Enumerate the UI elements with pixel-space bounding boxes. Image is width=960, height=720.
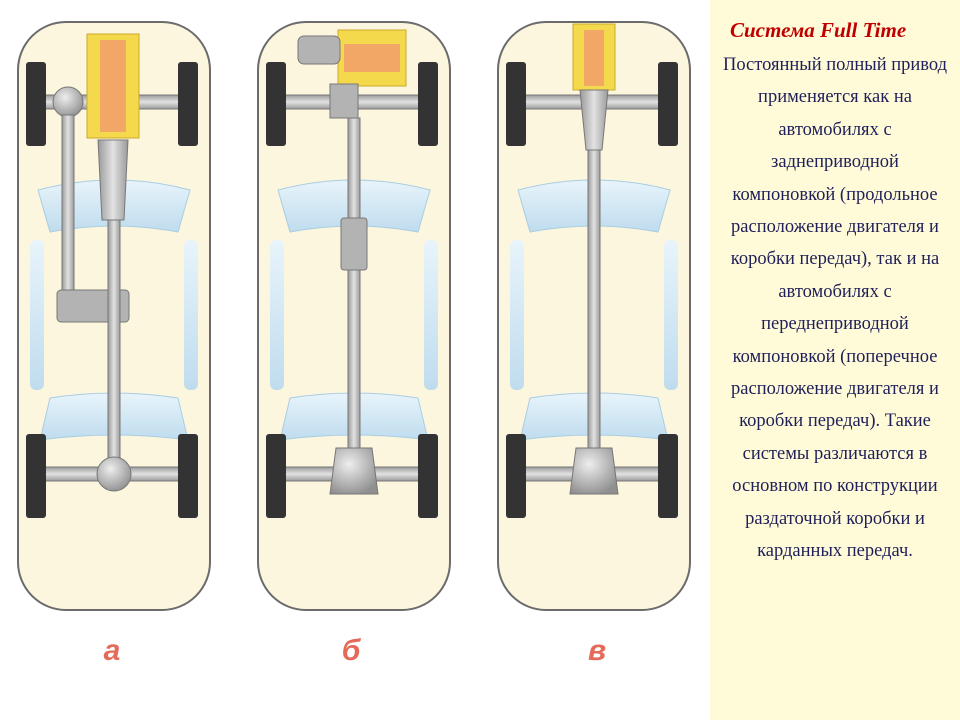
car-a-gearbox	[97, 139, 129, 221]
car-c-side-window-left	[510, 240, 524, 390]
caption-c: в	[588, 634, 606, 667]
car-c-rear-differential	[569, 447, 619, 495]
car-a-wheel-rl	[26, 434, 46, 518]
car-b-wheel-fl	[266, 62, 286, 146]
car-a-rear-differential	[96, 456, 132, 492]
car-b-wheel-rl	[266, 434, 286, 518]
car-b-side-window-right	[424, 240, 438, 390]
car-b-center-coupling	[340, 217, 368, 271]
drivetrain-diagram: а б в	[17, 21, 691, 667]
car-c-side-window-right	[664, 240, 678, 390]
car-a-front-differential	[52, 86, 84, 118]
car-a-side-window-right	[184, 240, 198, 390]
car-b-wheel-fr	[418, 62, 438, 146]
car-c-engine-core	[584, 30, 604, 86]
car-b-gearbox	[297, 35, 341, 65]
car-a-wheel-fr	[178, 62, 198, 146]
car-a-side-window-left	[30, 240, 44, 390]
car-c-wheel-rr	[658, 434, 678, 518]
text-panel: Система Full Time Постоянный полный прив…	[710, 0, 960, 720]
car-b	[257, 21, 451, 611]
car-b-driveshaft	[347, 117, 361, 449]
car-c-gearbox	[579, 89, 609, 151]
car-a-rear-driveshaft	[107, 219, 121, 461]
car-a-front-driveshaft	[61, 114, 75, 296]
car-b-engine-core	[344, 44, 400, 72]
caption-a: а	[104, 634, 121, 667]
caption-b: б	[342, 634, 362, 667]
car-c-wheel-fl	[506, 62, 526, 146]
car-b-transfer-unit	[329, 83, 359, 119]
car-c-driveshaft	[587, 149, 601, 449]
car-c-wheel-fr	[658, 62, 678, 146]
car-b-rear-differential	[329, 447, 379, 495]
car-b-side-window-left	[270, 240, 284, 390]
car-b-wheel-rr	[418, 434, 438, 518]
panel-description: Постоянный полный привод применяется как…	[722, 55, 948, 562]
car-a	[17, 21, 211, 611]
car-c-wheel-rl	[506, 434, 526, 518]
car-a-engine-core	[100, 40, 126, 132]
car-a-wheel-rr	[178, 434, 198, 518]
panel-title: Система Full Time	[730, 18, 907, 42]
car-c	[497, 21, 691, 611]
car-a-wheel-fl	[26, 62, 46, 146]
